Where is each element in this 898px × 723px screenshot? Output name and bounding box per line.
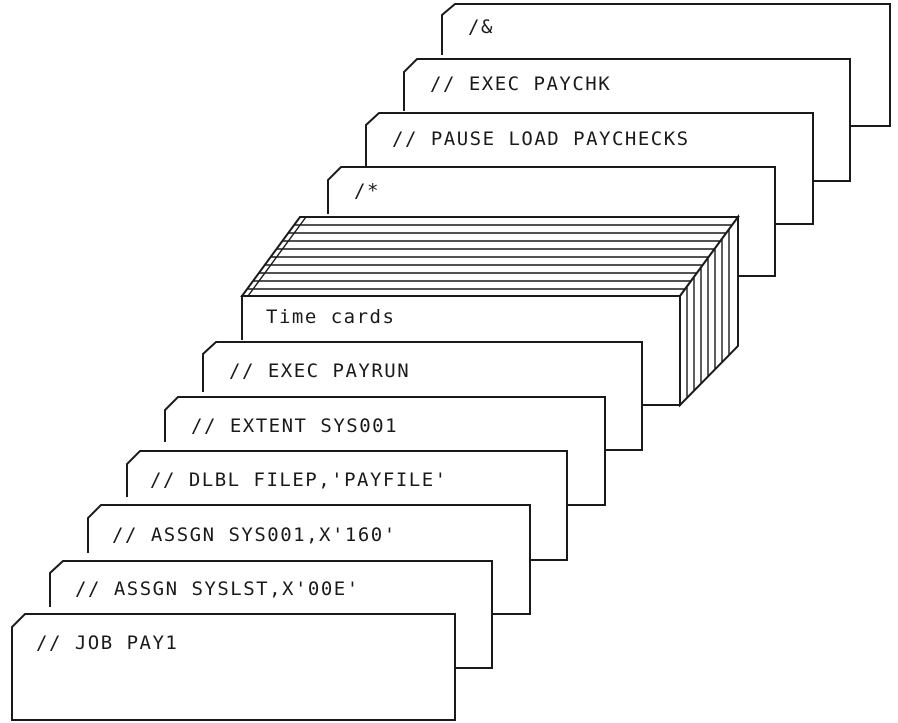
- card-extent-label: // EXTENT SYS001: [191, 415, 398, 437]
- card-time-cards-label: Time cards: [266, 306, 395, 328]
- card-exec-payrun-label: // EXEC PAYRUN: [229, 360, 410, 382]
- card-assgn-syslst-label: // ASSGN SYSLST,X'00E': [75, 578, 360, 600]
- card-assgn-sys001-label: // ASSGN SYS001,X'160': [112, 524, 397, 546]
- card-dlbl-label: // DLBL FILEP,'PAYFILE': [150, 469, 448, 491]
- card-job: // JOB PAY1: [11, 613, 456, 721]
- card-end-data-label: /*: [354, 180, 380, 202]
- card-amp-label: /&: [468, 16, 494, 38]
- card-exec-paychk-label: // EXEC PAYCHK: [430, 73, 611, 95]
- card-job-label: // JOB PAY1: [36, 632, 178, 654]
- card-pause-label: // PAUSE LOAD PAYCHECKS: [392, 128, 690, 150]
